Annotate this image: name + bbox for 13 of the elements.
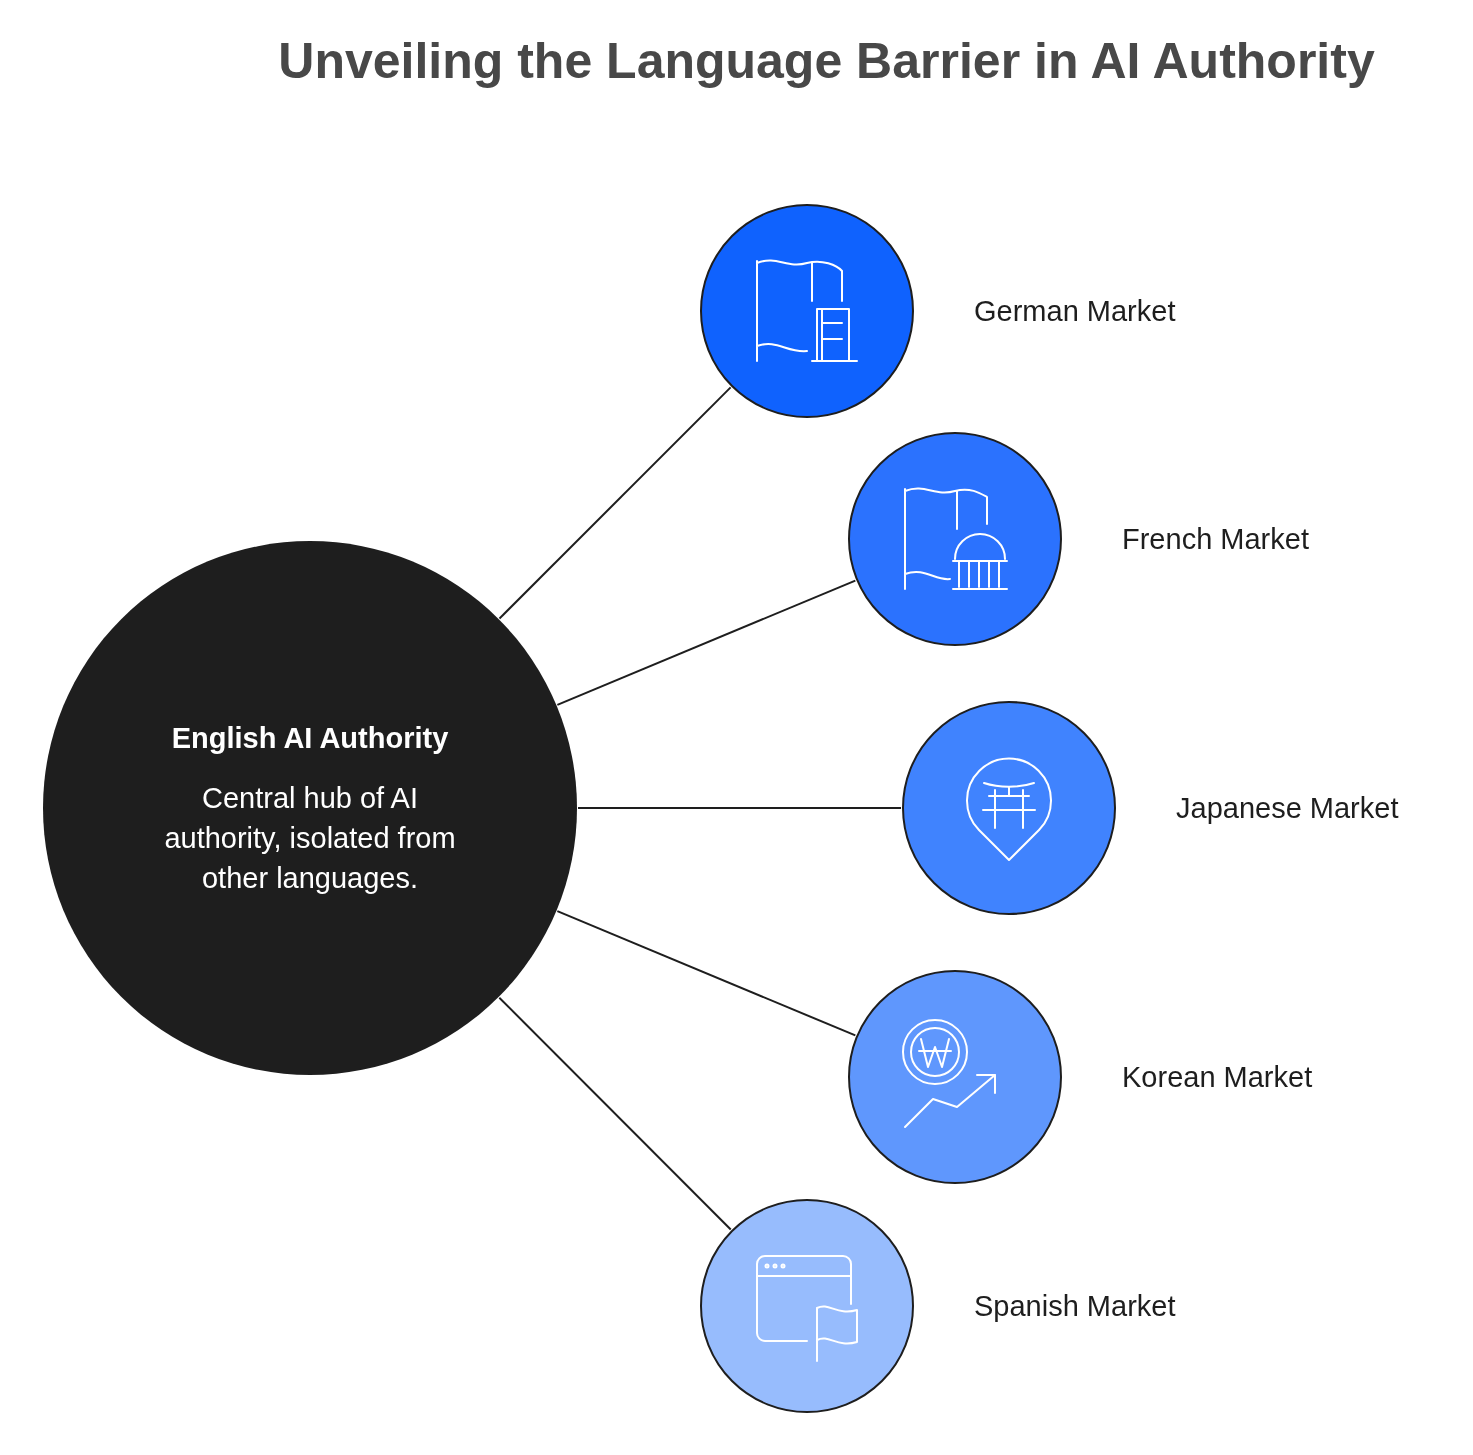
market-label: Spanish Market (974, 1289, 1176, 1324)
hub-heading: English AI Authority (170, 721, 450, 756)
market-label: Japanese Market (1176, 791, 1399, 826)
connector-line (498, 386, 732, 620)
market-label: Korean Market (1122, 1060, 1313, 1095)
connector-line (556, 579, 857, 706)
market-label: French Market (1122, 522, 1309, 557)
connector-line (498, 996, 732, 1231)
diagram-title: Unveiling the Language Barrier in AI Authority (277, 32, 1376, 91)
hub-description: Central hub of AI authority, isolated from other languages. (163, 781, 457, 896)
market-label: German Market (974, 294, 1176, 329)
connector-line (556, 910, 857, 1037)
connector-line (577, 807, 902, 809)
